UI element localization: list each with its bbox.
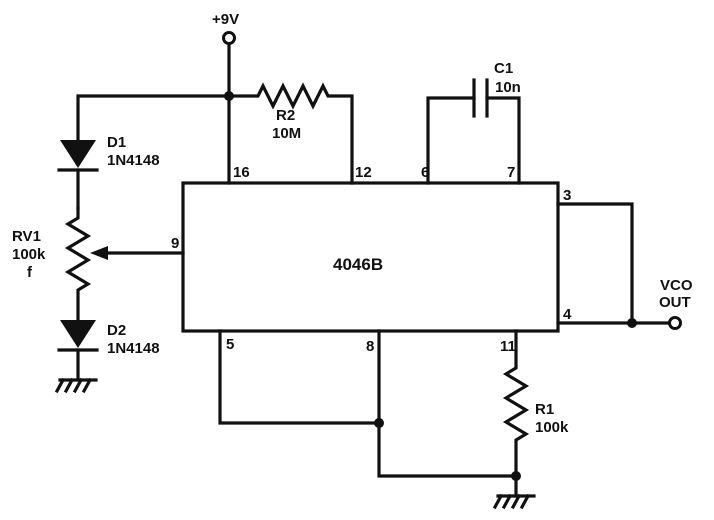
output-junction-dot [627,318,637,328]
d2-value-label: 1N4148 [107,340,160,357]
d2-ref-label: D2 [107,322,126,339]
supply-label: +9V [212,11,239,28]
rv1-potentiometer [64,206,92,322]
r1-value-label: 100k [535,419,569,436]
d1-feed-wire [76,94,231,142]
d1-diode-body [60,140,96,168]
pin-7-label: 7 [507,164,515,181]
c1-right-lead [485,96,521,185]
pin-12-label: 12 [355,164,372,181]
pin-11-label: 11 [500,338,516,355]
pin5-wire [218,329,381,425]
pin-4-label: 4 [563,306,572,323]
r2-value-label: 10M [272,125,301,142]
ground-symbol-left [54,377,98,394]
supply-terminal [222,31,236,45]
vco-label: VCO [660,277,693,294]
rv1-value-label: 100k [12,246,46,263]
pin-8-label: 8 [366,338,374,355]
pin8-ground-wire [377,329,518,478]
pin-5-label: 5 [226,336,234,353]
pin-9-label: 9 [171,235,179,252]
ground-junction-dot [511,471,521,481]
rv1-note-label: f [27,264,33,281]
pin-16-label: 16 [233,164,250,181]
r2-resistor [227,82,354,185]
r1-resistor [502,329,530,498]
rv1-ref-label: RV1 [12,228,41,245]
r2-ref-label: R2 [276,107,295,124]
ic-name-label: 4046B [333,255,383,274]
r1-ref-label: R1 [535,401,554,418]
d1-ref-label: D1 [107,134,126,151]
c1-left-lead [426,96,476,185]
d2-diode-body [60,320,96,348]
rv1-wiper-arrow [90,246,108,260]
pin3-feedback-wire [556,202,634,325]
c1-ref-label: C1 [494,60,513,77]
c1-value-label: 10n [495,79,521,96]
ic-4046b-body [181,181,560,333]
pin-3-label: 3 [563,187,571,204]
ground-symbol-bottom [492,493,536,510]
pin-6-label: 6 [421,164,429,181]
d1-value-label: 1N4148 [107,152,160,169]
pin5-pin8-junction-dot [374,418,384,428]
out-label: OUT [659,294,691,311]
vco-out-terminal [668,316,682,330]
